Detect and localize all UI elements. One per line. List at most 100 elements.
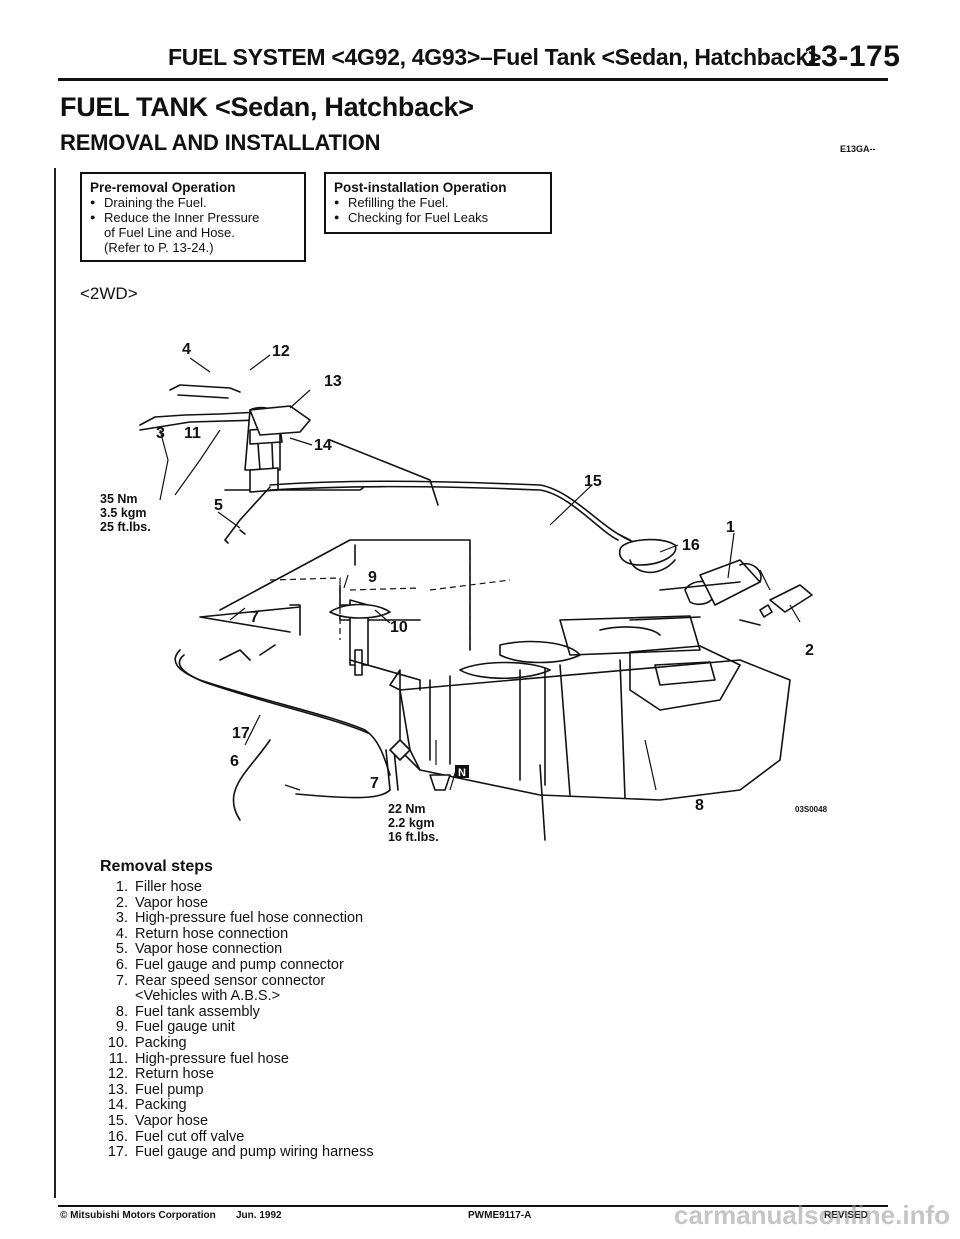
footer-divider: [58, 1205, 888, 1207]
pre-removal-note: (Refer to P. 13-24.): [104, 240, 214, 255]
removal-step: 17.Fuel gauge and pump wiring harness: [100, 1144, 620, 1161]
removal-step: 12.Return hose: [100, 1067, 620, 1083]
callout-14: 14: [314, 437, 332, 454]
removal-step-number: 15.: [107, 1112, 128, 1129]
new-part-mark: N: [458, 767, 466, 779]
torque-spec-2-kgm: 2.2 kgm: [388, 816, 435, 830]
callout-4: 4: [182, 341, 191, 358]
removal-steps-title: Removal steps: [100, 858, 213, 875]
callout-16: 16: [682, 537, 700, 554]
callout-2: 2: [805, 642, 814, 659]
removal-step: 8. Fuel tank assembly: [100, 1003, 620, 1021]
removal-step: 10. Packing: [100, 1034, 620, 1052]
post-installation-title: Post-installation Operation: [334, 180, 507, 195]
removal-step-text: Fuel pump: [135, 1081, 204, 1098]
removal-step-number: [100, 989, 135, 1005]
callout-12: 12: [272, 343, 290, 360]
new-part-icon: [455, 765, 469, 778]
removal-step-text: Filler hose: [135, 879, 202, 895]
post-installation-box: Post-installation Operation Refilling th…: [324, 172, 552, 234]
removal-step-number: 10.: [107, 1034, 128, 1051]
pre-removal-item: Reduce the Inner Pressure: [90, 210, 296, 225]
removal-step: 14. Packing: [100, 1098, 620, 1114]
removal-step-number: 2.: [115, 894, 128, 911]
removal-step-text: High-pressure fuel hose: [135, 1050, 289, 1067]
removal-step: 1. Filler hose: [100, 879, 620, 896]
removal-step-number: 14.: [107, 1097, 128, 1114]
callout-13: 13: [324, 373, 342, 390]
callout-7-secondary: 7: [370, 775, 379, 792]
footer-copyright: © Mitsubishi Motors Corporation: [60, 1210, 216, 1221]
removal-step: 4. Return hose connection: [100, 925, 620, 943]
removal-step-number: 8.: [115, 1003, 128, 1020]
torque-spec-2-ftlbs: 16 ft.lbs.: [388, 830, 439, 844]
callout-17: 17: [232, 725, 250, 742]
removal-step: 15. Vapor hose: [100, 1112, 620, 1130]
page-number: 13-175: [804, 40, 901, 73]
pre-removal-box: Pre-removal Operation Draining the Fuel.…: [80, 172, 306, 262]
callout-8: 8: [695, 797, 704, 814]
removal-step: 11. High-pressure fuel hose: [100, 1050, 620, 1068]
torque-spec-1-ftlbs: 25 ft.lbs.: [100, 520, 151, 534]
removal-step: 2. Vapor hose: [100, 894, 620, 912]
removal-step-number: 13.: [107, 1081, 128, 1098]
removal-step: 13. Fuel pump: [100, 1081, 620, 1099]
post-installation-item: Refilling the Fuel.: [334, 195, 542, 210]
torque-spec-1-nm: 35 Nm: [100, 492, 138, 506]
margin-rule: [54, 168, 56, 1198]
section-subtitle: REMOVAL AND INSTALLATION: [60, 130, 381, 155]
removal-step-text: Vapor hose connection: [135, 941, 283, 958]
removal-step-text: Vapor hose: [135, 894, 209, 911]
fuel-tank-exploded-diagram: N 1 2 3 4 5 6 7 8 9 10 11 12 13 14 15 16…: [100, 341, 828, 844]
footer-date: Jun. 1992: [236, 1210, 282, 1221]
removal-step-number: 17.: [107, 1144, 128, 1161]
removal-step: 6. Fuel gauge and pump connector: [100, 956, 620, 974]
removal-step: <Vehicles with A.B.S.>: [100, 989, 620, 1005]
removal-step-text: High-pressure fuel hose connection: [135, 910, 364, 927]
removal-step-text: Rear speed sensor connector: [135, 972, 326, 989]
page-title: FUEL TANK <Sedan, Hatchback>: [60, 92, 474, 122]
torque-spec-1-kgm: 3.5 kgm: [100, 506, 147, 520]
post-installation-item: Checking for Fuel Leaks: [334, 210, 542, 225]
removal-step: 5. Vapor hose connection: [100, 942, 620, 958]
pre-removal-title: Pre-removal Operation: [90, 180, 236, 195]
removal-step-number: 3.: [115, 910, 128, 927]
pre-removal-note: of Fuel Line and Hose.: [104, 225, 235, 240]
removal-step-number: 12.: [107, 1066, 128, 1083]
removal-step-number: 16.: [107, 1128, 128, 1145]
removal-step: 16. Fuel cut off valve: [100, 1128, 620, 1146]
figure-code: 03S0048: [795, 805, 828, 814]
removal-step-number: 4.: [115, 925, 128, 942]
removal-step-text: Vapor hose: [135, 1112, 209, 1129]
removal-steps-list: 1. Filler hose 2. Vapor hose 3. High-pressure…: [100, 879, 620, 1161]
footer-status: REVISED: [824, 1210, 868, 1221]
removal-step-number: 5.: [115, 941, 128, 958]
section-code: E13GA--: [840, 144, 876, 154]
torque-spec-2-nm: 22 Nm: [388, 802, 426, 816]
removal-step-text: Fuel gauge unit: [135, 1019, 235, 1036]
removal-step-text: Fuel gauge and pump connector: [135, 956, 344, 973]
callout-15: 15: [584, 473, 602, 490]
header-divider: [58, 78, 888, 81]
removal-step: 7. Rear speed sensor connector: [100, 972, 620, 990]
callout-9: 9: [368, 569, 377, 586]
removal-step-text: Packing: [135, 1034, 187, 1051]
variant-label: <2WD>: [80, 284, 138, 303]
removal-step-number: 7.: [115, 972, 128, 989]
pre-removal-item: Draining the Fuel.: [90, 195, 296, 210]
callout-3: 3: [156, 425, 165, 442]
removal-step-number: 6.: [115, 956, 128, 973]
callout-5: 5: [214, 497, 223, 514]
removal-step-text: Fuel tank assembly: [135, 1003, 260, 1020]
removal-step-number: 11.: [108, 1050, 128, 1067]
removal-step-text: Fuel cut off valve: [135, 1128, 245, 1145]
removal-step-text: Packing: [135, 1097, 187, 1114]
callout-10: 10: [390, 619, 408, 636]
removal-step-number: 9.: [115, 1019, 128, 1036]
callout-6: 6: [230, 753, 239, 770]
removal-step-text: <Vehicles with A.B.S.>: [135, 988, 281, 1005]
removal-step-text: Return hose connection: [135, 925, 289, 942]
removal-step: 3. High-pressure fuel hose connection: [100, 911, 620, 927]
callout-7: 7: [250, 609, 259, 626]
removal-step-number: 1.: [115, 879, 128, 895]
